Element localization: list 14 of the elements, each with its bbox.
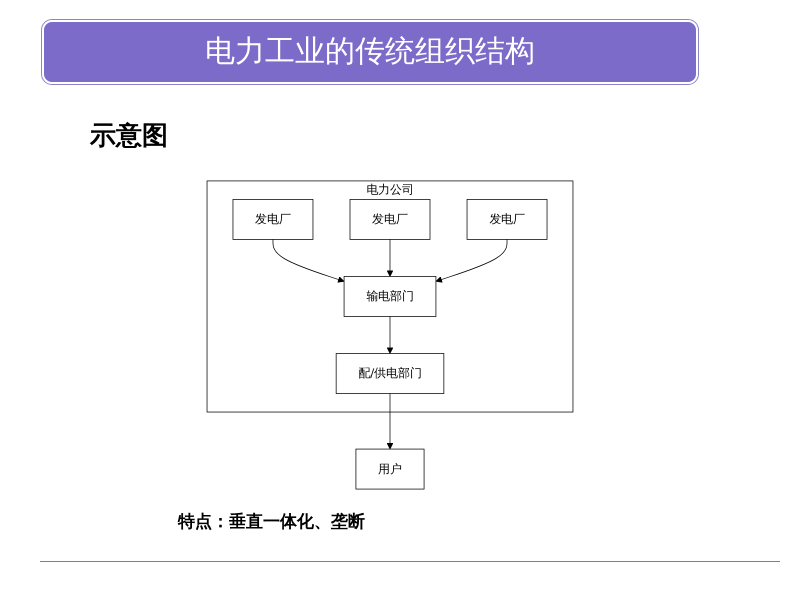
node-box: 输电部门 — [344, 276, 436, 317]
arrow — [272, 239, 344, 283]
arrow — [436, 239, 508, 283]
arrow — [386, 239, 394, 277]
node-box: 发电厂 — [350, 199, 430, 240]
section-heading: 示意图 — [90, 120, 168, 153]
node-box: 用户 — [356, 448, 424, 490]
note-text: 特点：垂直一体化、垄断 — [178, 511, 365, 533]
arrow — [386, 316, 394, 354]
node-box: 配/供电部门 — [336, 353, 444, 394]
node-box: 发电厂 — [232, 199, 314, 240]
node-box: 发电厂 — [466, 199, 548, 240]
arrow — [386, 393, 394, 450]
title-banner: 电力工业的传统组织结构 — [42, 20, 698, 84]
